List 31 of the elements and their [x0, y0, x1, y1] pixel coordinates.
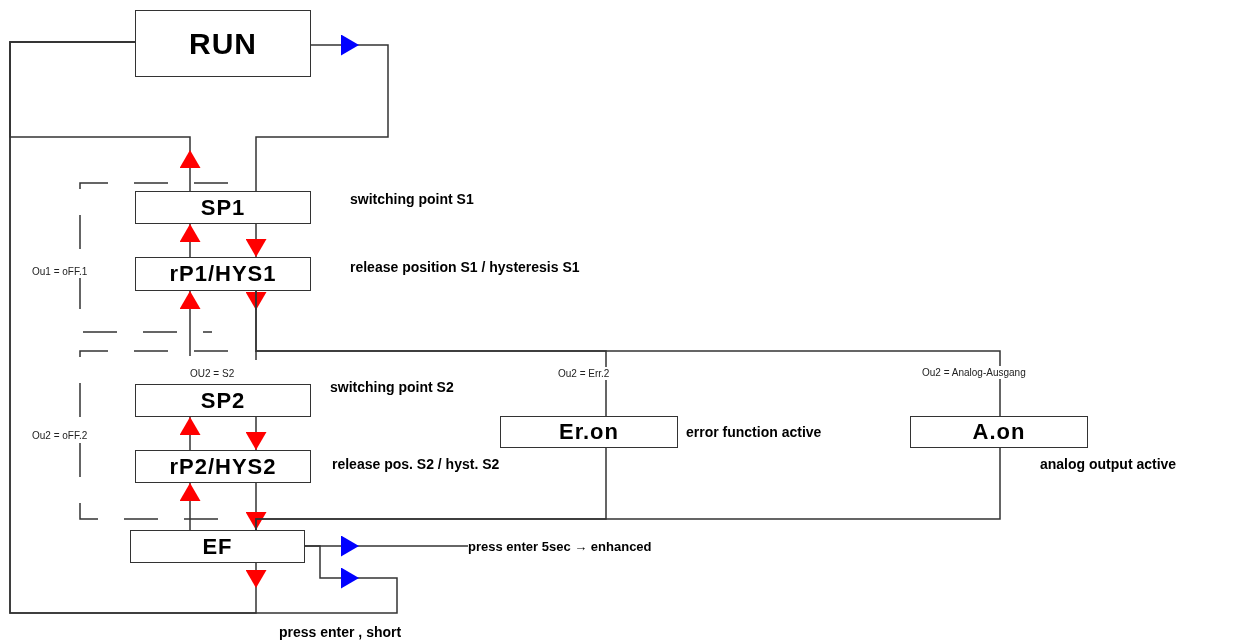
arrow — [179, 416, 201, 451]
arrow — [179, 290, 201, 357]
arrow — [179, 149, 201, 192]
instruction-text: press enter 5sec → enhanced — [468, 537, 698, 555]
menu-box: RUN — [135, 10, 311, 77]
arrow — [179, 482, 201, 531]
arrow — [245, 416, 267, 451]
condition-label: OU2 = S2 — [188, 367, 237, 380]
menu-box: EF — [130, 530, 305, 563]
condition-label: Ou2 = oFF.2 — [30, 429, 90, 442]
menu-box: SP1 — [135, 191, 311, 224]
description-text: release position S1 / hysteresis S1 — [350, 259, 580, 275]
arrow — [245, 223, 267, 258]
arrow — [179, 223, 201, 258]
menu-box: rP1/HYS1 — [135, 257, 311, 291]
description-text: switching point S1 — [350, 191, 474, 207]
note-text: release pos. S2 / hyst. S2 — [330, 456, 502, 474]
arrow — [245, 562, 267, 589]
menu-box: rP2/HYS2 — [135, 450, 311, 483]
menu-box: A.on — [910, 416, 1088, 448]
description-text: analog output active — [1040, 456, 1177, 472]
condition-label: Ou1 = oFF.1 — [30, 265, 90, 278]
menu-box: Er.on — [500, 416, 678, 448]
condition-label: Ou2 = Err.2 — [556, 367, 612, 380]
arrow — [310, 34, 360, 56]
menu-box: SP2 — [135, 384, 311, 417]
condition-label: Ou2 = Analog-Ausgang — [920, 366, 1028, 379]
arrow — [304, 545, 360, 589]
description-text: switching point S2 — [330, 379, 454, 395]
note-text: press enter , short — [277, 624, 404, 642]
description-text: error function active — [686, 424, 822, 440]
